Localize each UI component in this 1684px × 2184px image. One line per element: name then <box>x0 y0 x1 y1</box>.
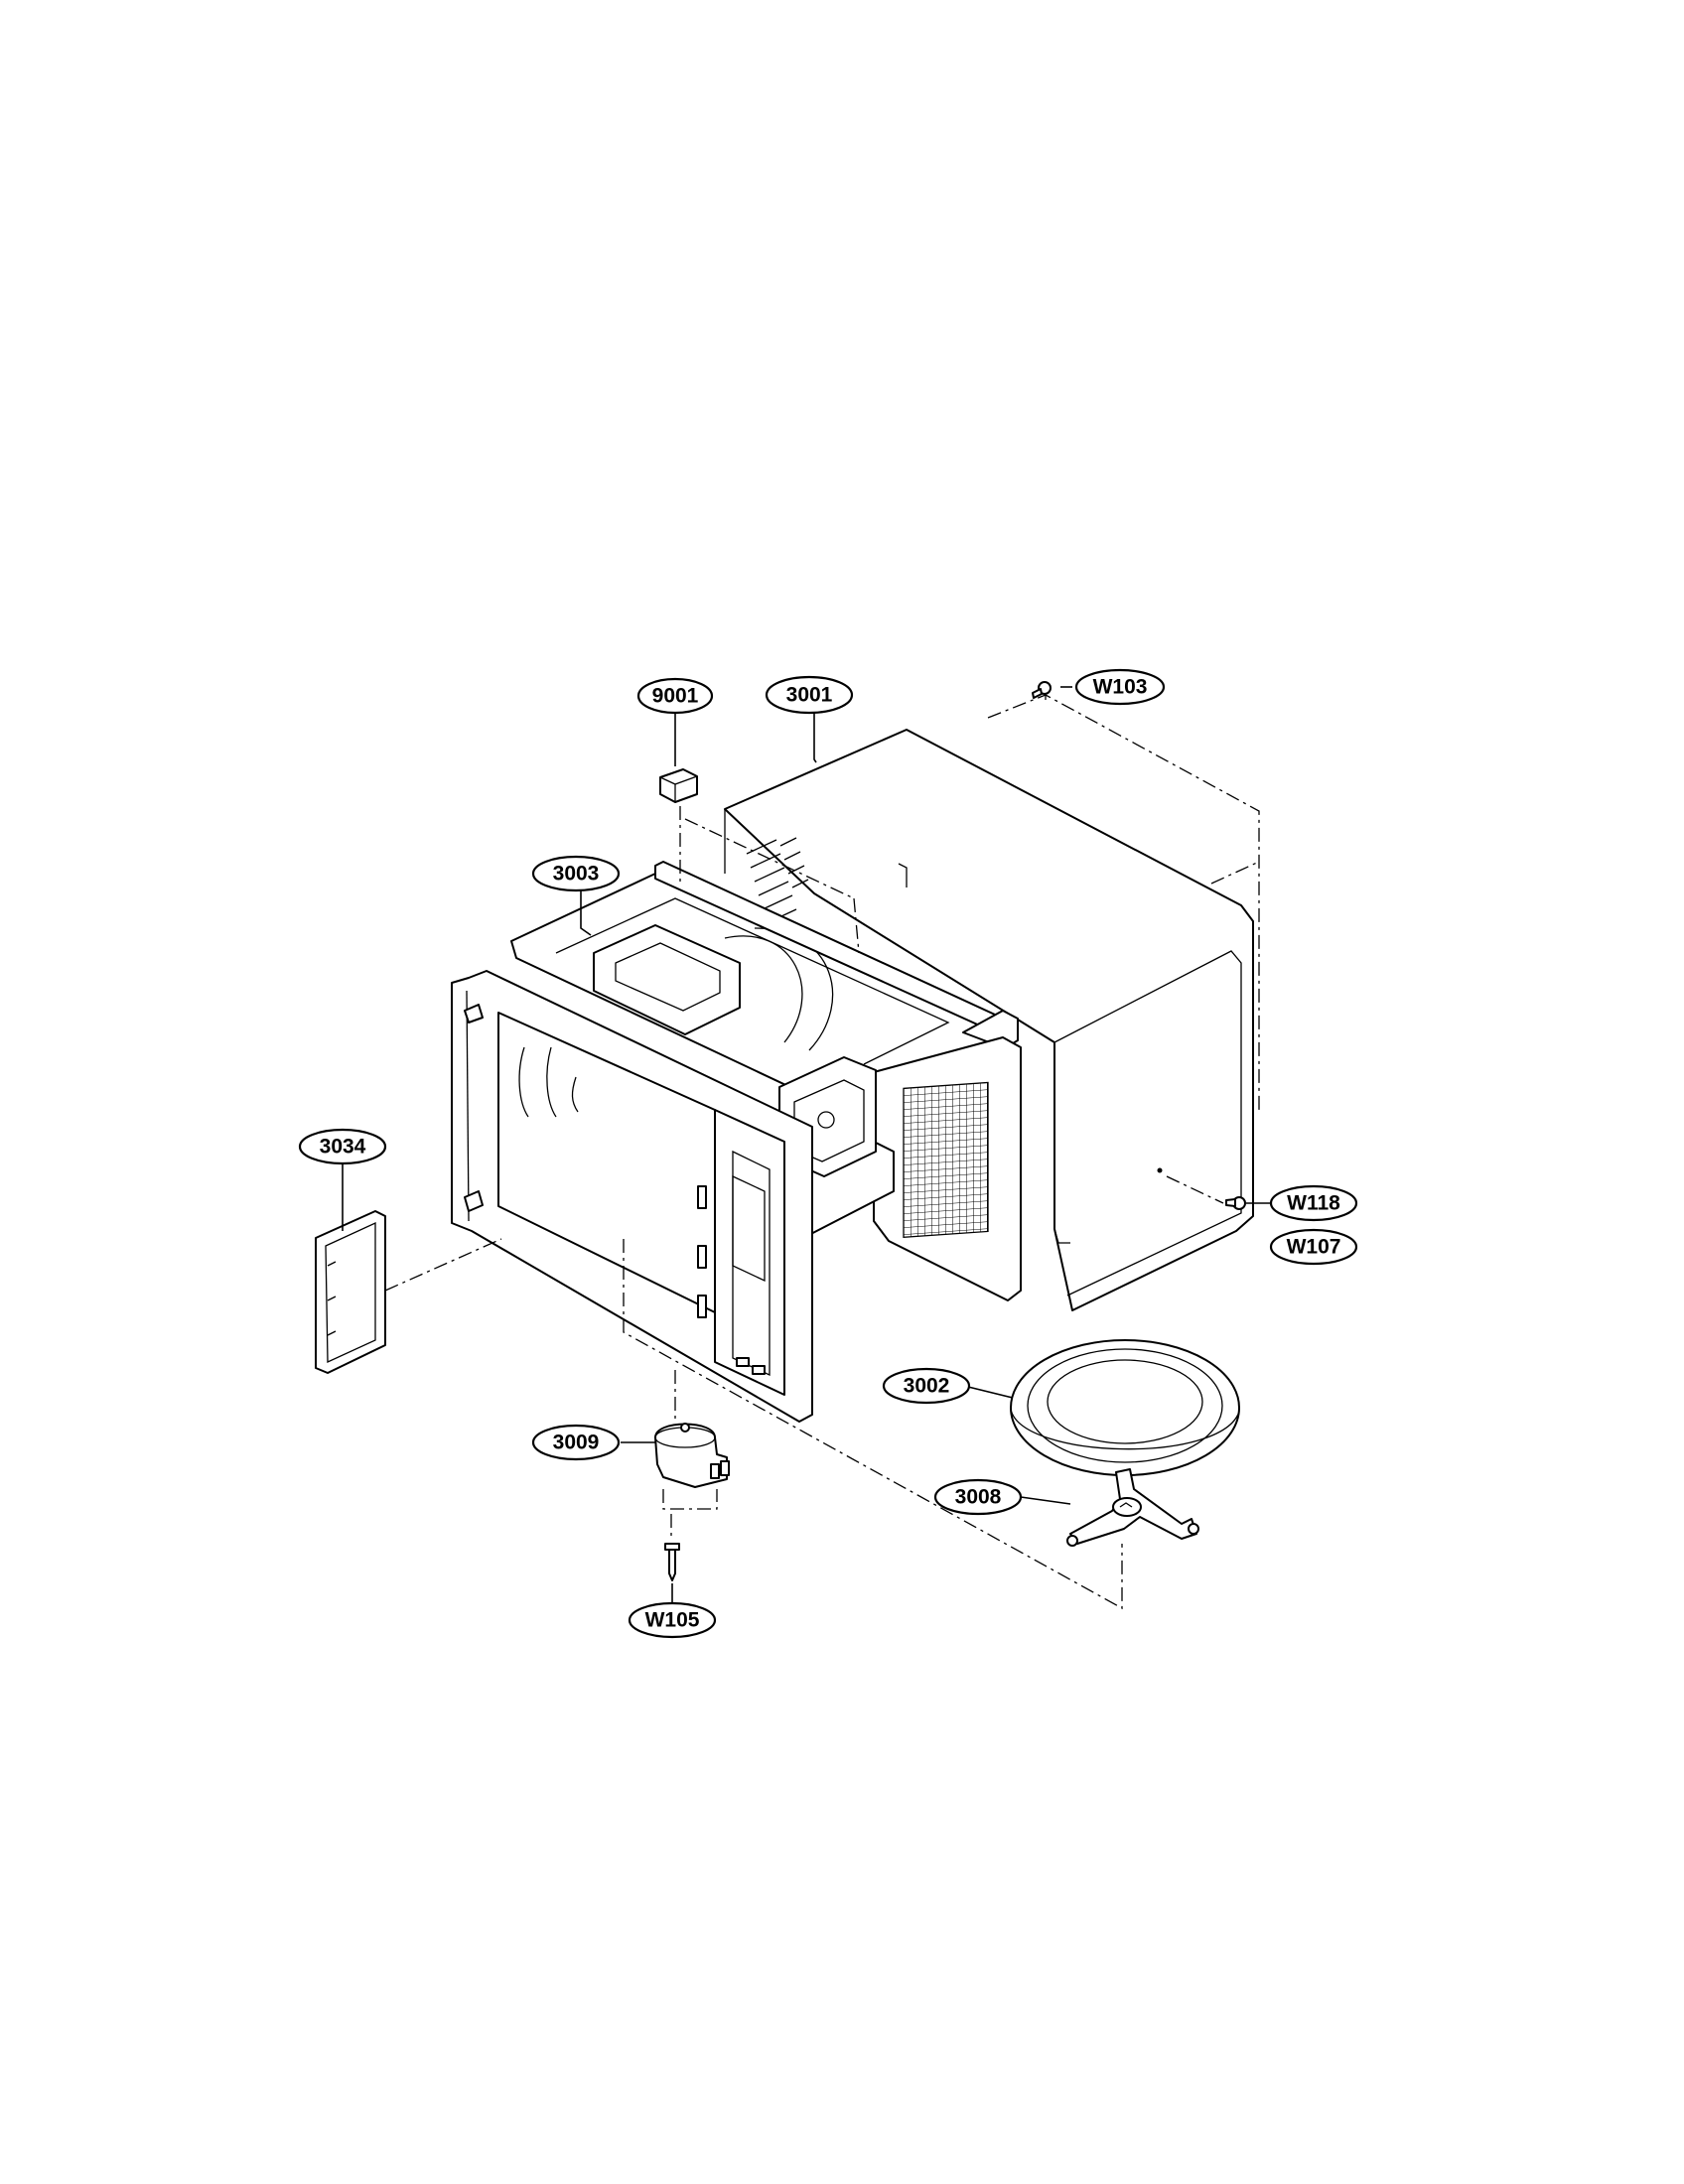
callout-W105: W105 <box>628 1601 717 1639</box>
part-3002-glass-tray <box>1010 1339 1240 1476</box>
case-projection-lines <box>987 694 1260 1204</box>
callout-W118-label: W118 <box>1287 1192 1340 1215</box>
part-9001-block <box>659 768 698 803</box>
screw-w118-icon <box>1225 1196 1246 1210</box>
assembly-dash-lines <box>384 806 1123 1610</box>
part-3034-cover <box>315 1210 386 1374</box>
leader-lines <box>342 686 1271 1603</box>
callout-3008-label: 3008 <box>955 1486 1002 1509</box>
screw-w103-icon <box>1032 681 1052 699</box>
callout-W103-label: W103 <box>1093 676 1148 699</box>
callout-3001-label: 3001 <box>786 684 833 707</box>
case-vent-slots <box>746 837 809 924</box>
callout-9001: 9001 <box>636 677 714 715</box>
callout-3002: 3002 <box>882 1367 971 1405</box>
callout-3003: 3003 <box>531 855 621 892</box>
part-3008-roller-guide <box>1066 1468 1199 1547</box>
outer-case-3001 <box>724 729 1254 1311</box>
callout-3008: 3008 <box>933 1478 1023 1516</box>
callout-3001: 3001 <box>765 675 854 715</box>
callout-3009: 3009 <box>531 1424 621 1461</box>
callout-3034: 3034 <box>298 1128 387 1165</box>
callout-3009-label: 3009 <box>553 1432 600 1454</box>
callout-3034-label: 3034 <box>320 1136 366 1159</box>
callout-9001-label: 9001 <box>652 685 699 708</box>
callout-W103: W103 <box>1074 668 1166 706</box>
callout-W107: W107 <box>1269 1228 1358 1266</box>
callout-W105-label: W105 <box>645 1609 700 1632</box>
screw-w105-icon <box>664 1543 680 1581</box>
cavity-chassis-3003 <box>451 861 1022 1423</box>
rear-vent-grid <box>903 1081 989 1239</box>
part-3009-motor <box>654 1423 730 1488</box>
callout-W118: W118 <box>1269 1184 1358 1222</box>
callout-3003-label: 3003 <box>553 863 600 886</box>
callout-3002-label: 3002 <box>904 1375 950 1398</box>
callout-W107-label: W107 <box>1287 1236 1341 1259</box>
